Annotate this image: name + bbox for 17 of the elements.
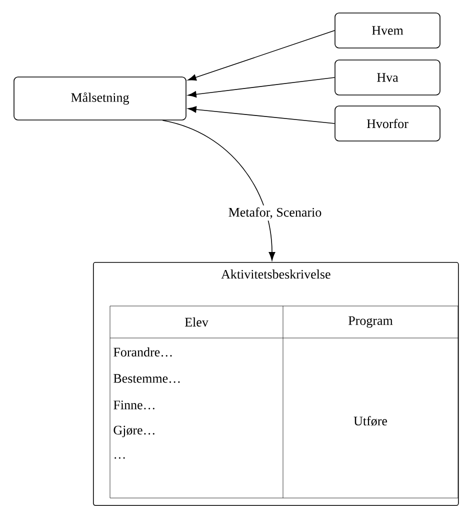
edge-label: Metafor, Scenario <box>226 205 324 221</box>
process-box: Hvem <box>334 12 440 48</box>
column-header: Elev <box>184 317 208 327</box>
table-cell-text: Utføre <box>354 416 388 426</box>
arrow <box>162 120 276 261</box>
list-item: … <box>114 457 125 459</box>
process-box: Hva <box>334 60 440 96</box>
column-header: Program <box>348 316 393 328</box>
arrow <box>188 77 335 98</box>
arrow <box>188 30 335 81</box>
list-item: Bestemme… <box>114 374 180 383</box>
process-box: Hvorfor <box>334 106 440 142</box>
list-item: Finne… <box>114 400 154 410</box>
list-item: Forandre… <box>114 347 172 357</box>
arrow <box>188 106 335 124</box>
process-box: Målsetning <box>14 76 186 120</box>
list-item: Gjøre… <box>114 426 154 438</box>
